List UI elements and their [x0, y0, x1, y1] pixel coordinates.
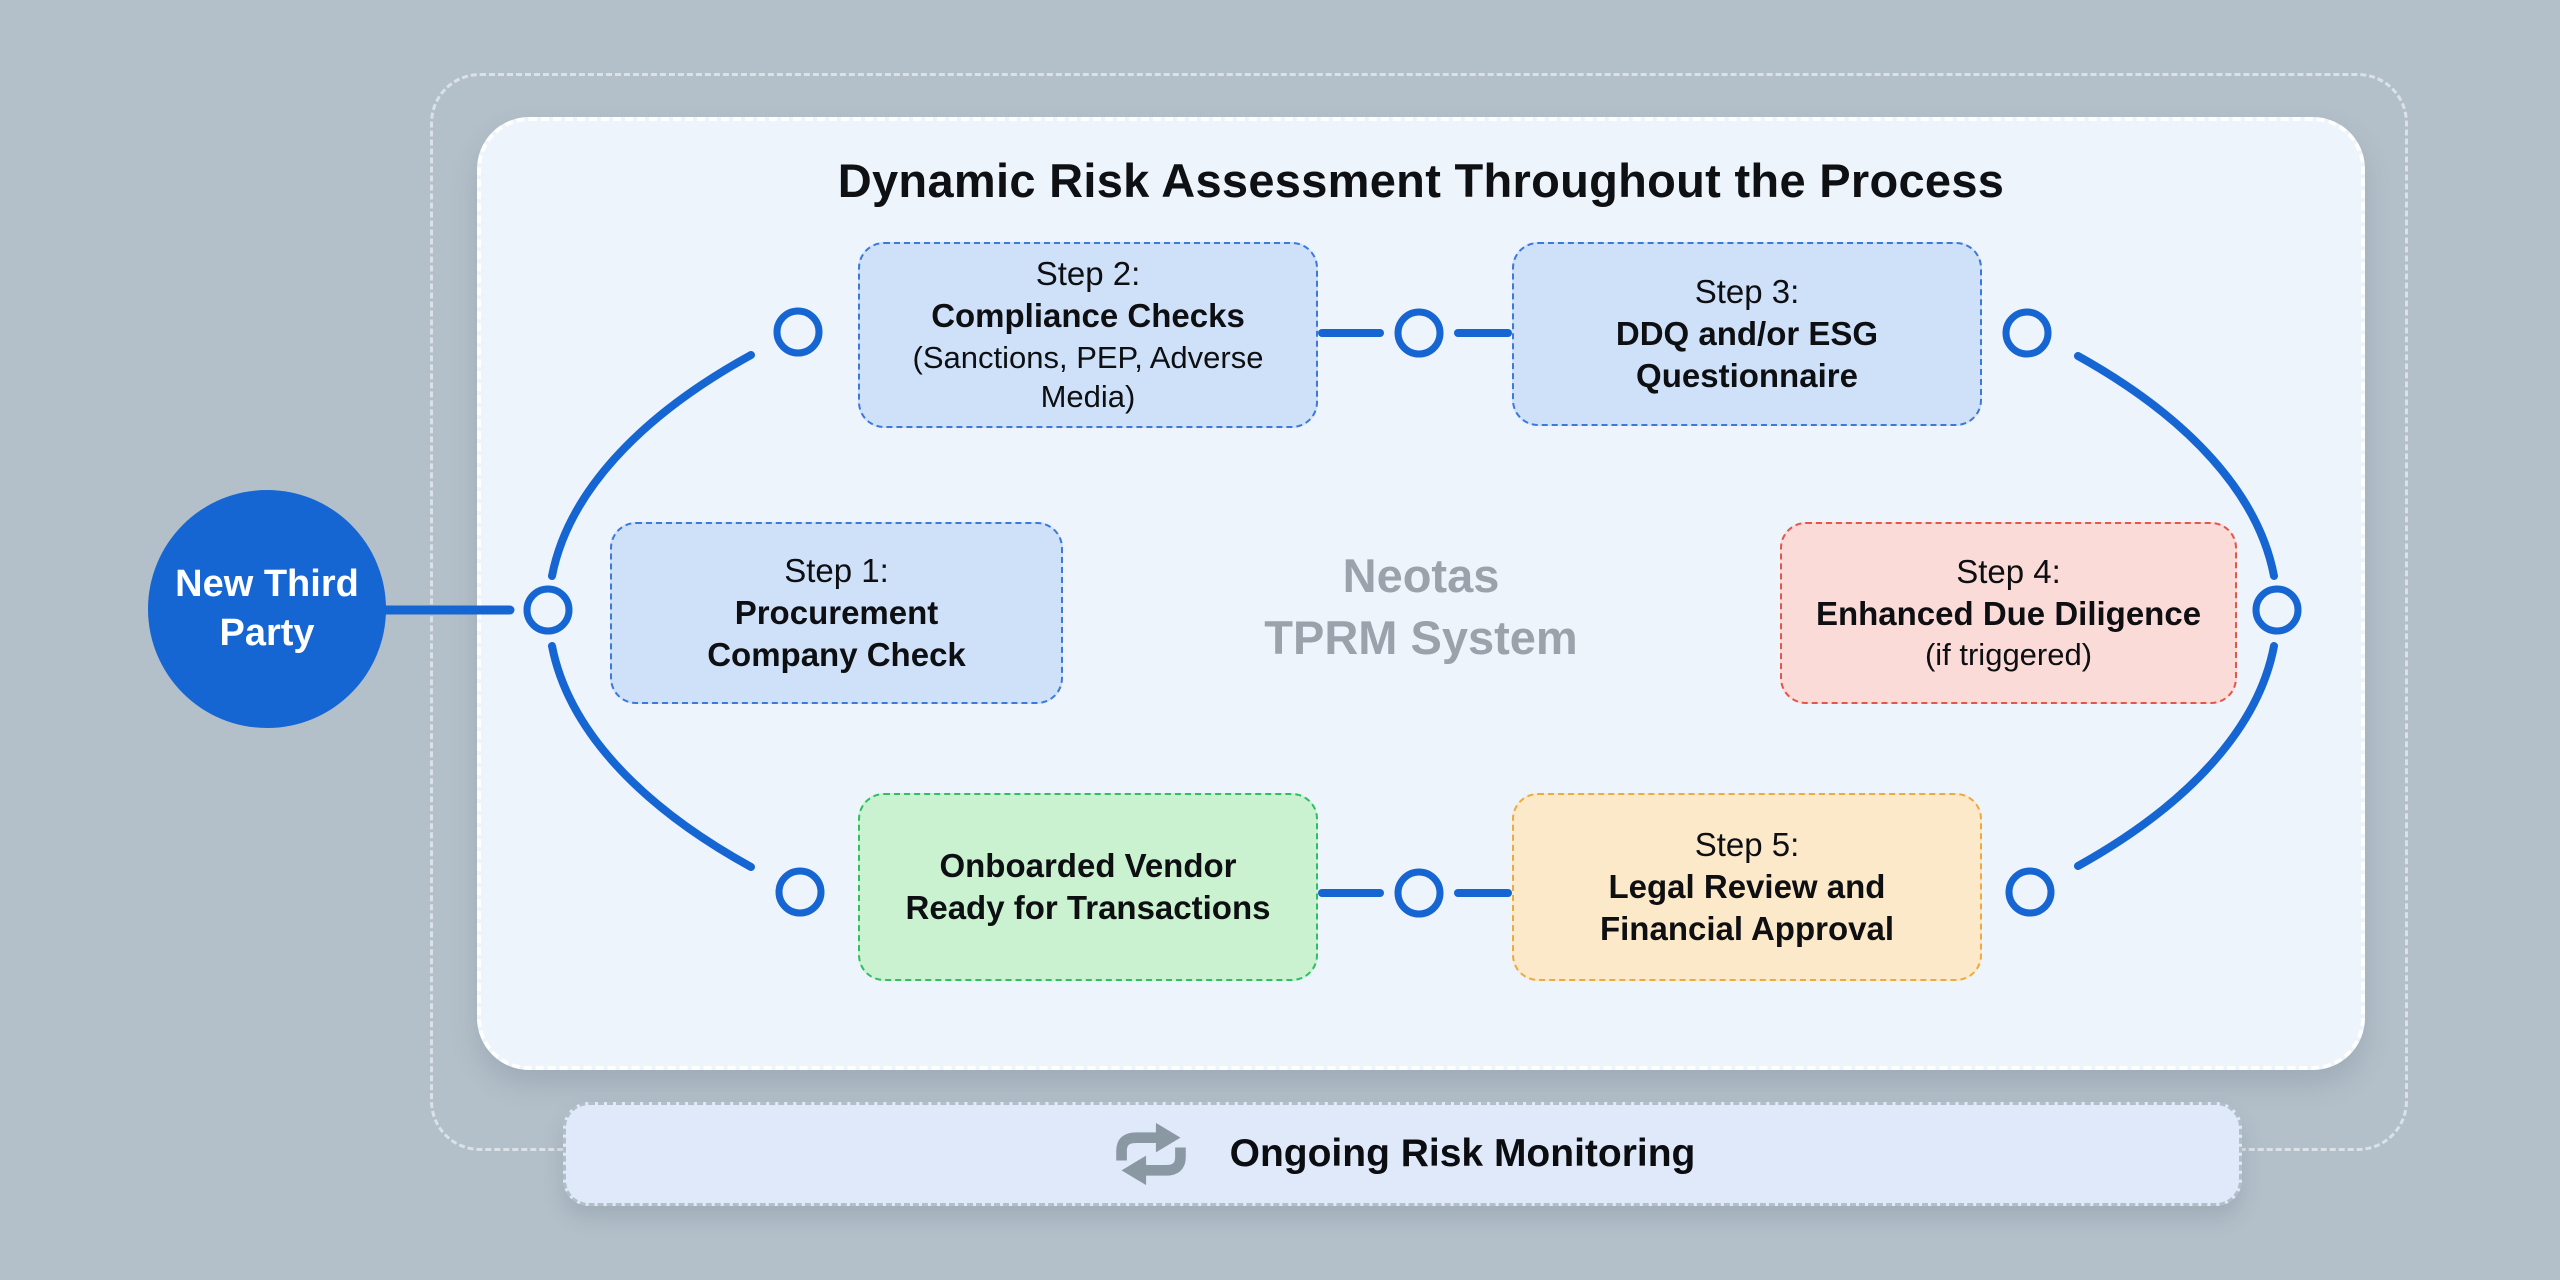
onboarded-vendor-title: Onboarded Vendor Ready for Transactions: [905, 846, 1271, 926]
step-2-title: Compliance Checks: [931, 297, 1245, 335]
step-2-prefix: Step 2:: [1035, 255, 1141, 293]
flow-arc-top-left: [548, 351, 755, 580]
flow-node-bottom-middle: [1394, 868, 1444, 918]
step-5-prefix: Step 5:: [1694, 825, 1800, 863]
step-3-box: Step 3: DDQ and/or ESG Questionnaire: [1512, 242, 1982, 426]
system-watermark-line1: Neotas: [1342, 549, 1500, 602]
new-third-party-label: New Third Party: [175, 562, 359, 654]
step-3-prefix: Step 3:: [1694, 272, 1800, 310]
step-5-box: Step 5: Legal Review and Financial Appro…: [1512, 793, 1982, 981]
step-5-title: Legal Review and Financial Approval: [1599, 867, 1894, 948]
system-watermark-line2: TPRM System: [1264, 611, 1578, 665]
system-watermark: Neotas TPRM System: [1121, 545, 1721, 669]
step-3-title: DDQ and/or ESG Questionnaire: [1615, 314, 1879, 395]
flow-node-top-left: [773, 307, 823, 357]
page-title: Dynamic Risk Assessment Throughout the P…: [837, 154, 2005, 207]
new-third-party-circle: New Third Party: [148, 490, 386, 728]
flow-node-bottom-left: [775, 867, 825, 917]
flow-node-top-middle: [1394, 308, 1444, 358]
onboarded-vendor-box: Onboarded Vendor Ready for Transactions: [858, 793, 1318, 981]
repeat-icon: [1115, 1122, 1186, 1186]
step-2-box: Step 2: Compliance Checks (Sanctions, PE…: [858, 242, 1318, 428]
ongoing-risk-monitoring-bar: Ongoing Risk Monitoring: [563, 1102, 2242, 1206]
flow-node-left: [523, 585, 573, 635]
step-4-title: Enhanced Due Diligence: [1815, 595, 2202, 633]
flow-arc-top-right: [2074, 352, 2278, 580]
step-1-title: Procurement Company Check: [707, 593, 966, 674]
ongoing-risk-monitoring-label: Ongoing Risk Monitoring: [1229, 1132, 1696, 1175]
step-1-prefix: Step 1:: [784, 551, 889, 589]
step-2-detail: (Sanctions, PEP, Adverse Media): [912, 339, 1264, 415]
step-4-prefix: Step 4:: [1956, 552, 2061, 590]
step-4-detail: (if triggered): [1924, 637, 2093, 673]
flow-node-top-right: [2002, 308, 2052, 358]
flow-node-right: [2252, 585, 2302, 635]
flow-arc-bottom-left: [548, 642, 755, 871]
step-4-box: Step 4: Enhanced Due Diligence (if trigg…: [1780, 522, 2237, 704]
flow-node-bottom-right: [2005, 867, 2055, 917]
step-1-box: Step 1: Procurement Company Check: [610, 522, 1063, 704]
flow-arc-bottom-right: [2074, 642, 2278, 870]
